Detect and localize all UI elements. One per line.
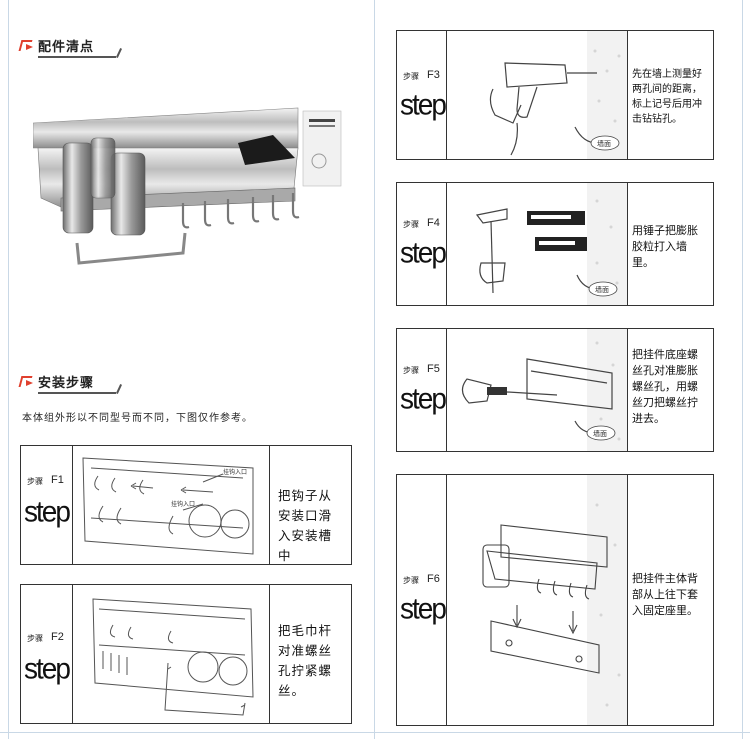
step-desc-column: 把钩子从安装口滑入安装槽中: [269, 446, 351, 564]
step-cn-label: 步骤: [403, 72, 419, 81]
step-word: step: [24, 495, 71, 528]
step-cn-label: 步骤: [403, 366, 419, 375]
wall-label: 墙面: [595, 285, 609, 294]
install-section-header: 安装步骤: [20, 370, 116, 394]
install-section-title: 安装步骤: [38, 375, 95, 391]
page-bottom-line: [0, 732, 750, 733]
wall-label: 墙面: [597, 139, 611, 148]
step-description: 把毛巾杆对准螺丝孔拧紧螺丝。: [278, 623, 333, 698]
step-code: F3: [427, 69, 440, 81]
step-desc-column: 先在墙上测量好两孔间的距离，标上记号后用冲击钻钻孔。: [627, 31, 713, 159]
step-cn-label: 步骤: [27, 634, 43, 643]
step-word: step: [400, 592, 447, 625]
product-photo: [33, 107, 342, 265]
step-code: F2: [51, 631, 64, 643]
step-code: F5: [427, 363, 440, 375]
step-label-column: 步骤 F2 step: [21, 585, 73, 723]
title-underline: [38, 392, 116, 394]
hook-entry-label: 挂钩入口: [223, 468, 247, 476]
step-cn-label: 步骤: [403, 576, 419, 585]
step-description: 把挂件主体背部从上往下套入固定座里。: [632, 572, 698, 617]
bullet-arrow-icon: [20, 38, 34, 52]
reference-note: 本体组外形以不同型号而不同，下图仅作参考。: [22, 413, 253, 424]
step-cn-label: 步骤: [403, 220, 419, 229]
step-word: step: [400, 382, 447, 415]
parts-section-title: 配件清点: [38, 39, 95, 55]
step-f2-illustration: [92, 598, 254, 716]
step-label-column: 步骤 F3 step: [397, 31, 447, 159]
step-card-f4: 步骤 F4 step 墙面 用锤子把膨胀胶粒打入墙里。: [396, 182, 714, 306]
step-word: step: [400, 236, 447, 269]
step-description: 用锤子把膨胀胶粒打入墙里。: [632, 224, 698, 269]
step-card-f3: 步骤 F3 step 墙面 先在墙上测量好两孔间的距离，标上记号后用冲击钻钻孔。: [396, 30, 714, 160]
hook-entry-label: 挂钩入口: [171, 500, 195, 508]
step-card-f5: 步骤 F5 step 墙面 把挂件底座螺丝孔对准膨胀螺丝孔，用螺丝刀把螺丝拧进去…: [396, 328, 714, 452]
title-underline: [38, 56, 116, 58]
step-cn-label: 步骤: [27, 477, 43, 486]
parts-section-header: 配件清点: [20, 34, 116, 58]
step-card-f1: 步骤 F1 step 挂钩入口 挂钩入口 把钩子从安装口滑入安装槽中: [20, 445, 352, 565]
step-f1-illustration: 挂钩入口 挂钩入口: [82, 457, 254, 555]
step-f6-illustration: [482, 475, 627, 725]
step-label-column: 步骤 F1 step: [21, 446, 73, 564]
step-word: step: [400, 88, 447, 121]
step-f4-illustration: 墙面: [475, 183, 627, 305]
step-card-f2: 步骤 F2 step 把毛巾杆对准螺丝孔拧紧螺丝。: [20, 584, 352, 724]
step-code: F4: [427, 217, 440, 229]
step-f5-illustration: 墙面: [461, 329, 627, 451]
step-card-f6: 步骤 F6 step 把挂件主体背部从上往下套入固定座里。: [396, 474, 714, 726]
step-desc-column: 把挂件主体背部从上往下套入固定座里。: [627, 475, 713, 725]
step-label-column: 步骤 F4 step: [397, 183, 447, 305]
page-divider-right: [742, 0, 743, 739]
step-f3-illustration: 墙面: [489, 31, 627, 159]
step-desc-column: 把毛巾杆对准螺丝孔拧紧螺丝。: [269, 585, 351, 723]
step-code: F1: [51, 474, 64, 486]
bullet-arrow-icon: [20, 374, 34, 388]
page-divider-center: [374, 0, 375, 739]
step-label-column: 步骤 F6 step: [397, 475, 447, 725]
step-description: 先在墙上测量好两孔间的距离，标上记号后用冲击钻钻孔。: [632, 69, 702, 125]
step-description: 把钩子从安装口滑入安装槽中: [278, 488, 333, 563]
page-divider-left: [8, 0, 9, 739]
step-description: 把挂件底座螺丝孔对准膨胀螺丝孔，用螺丝刀把螺丝拧进去。: [632, 348, 698, 425]
wall-label: 墙面: [593, 429, 607, 438]
step-label-column: 步骤 F5 step: [397, 329, 447, 451]
step-code: F6: [427, 573, 440, 585]
step-word: step: [24, 652, 71, 685]
step-desc-column: 把挂件底座螺丝孔对准膨胀螺丝孔，用螺丝刀把螺丝拧进去。: [627, 329, 713, 451]
step-desc-column: 用锤子把膨胀胶粒打入墙里。: [627, 183, 713, 305]
